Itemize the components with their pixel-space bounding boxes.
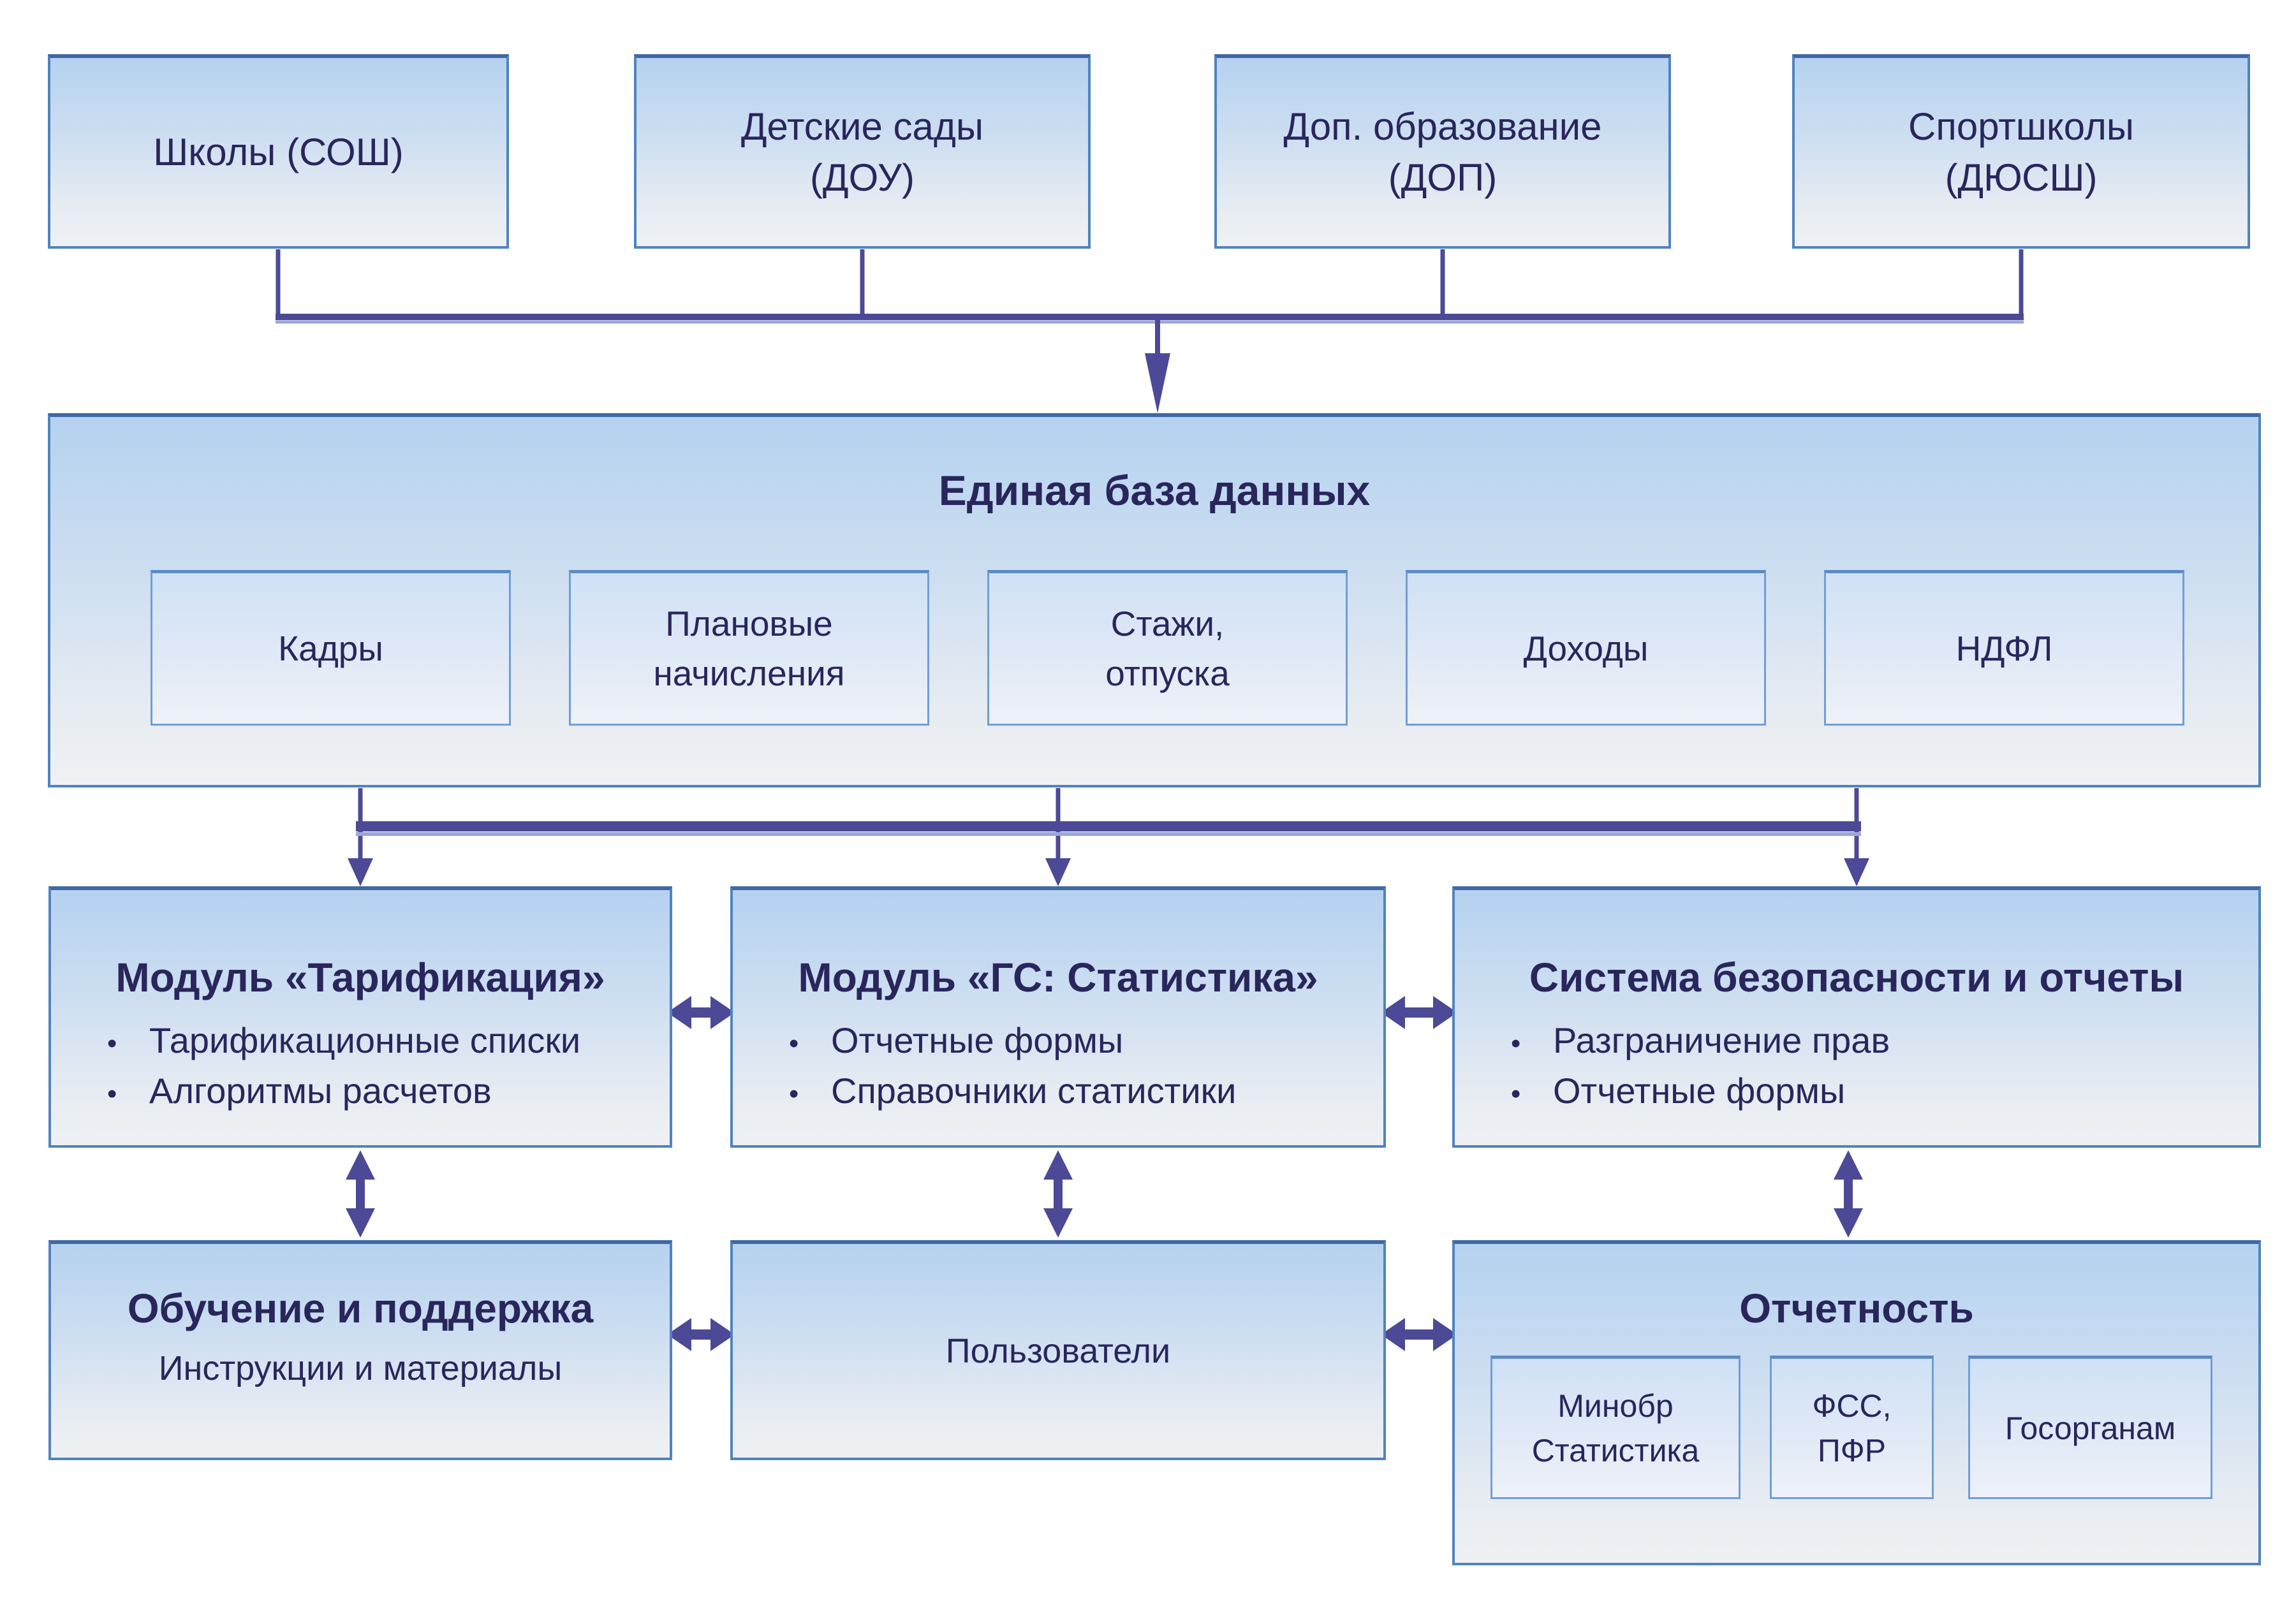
h-double-arrow-training-users	[667, 1318, 735, 1351]
collector-connector	[276, 249, 2024, 357]
reporting-item-label: ФСС, ПФР	[1812, 1387, 1892, 1468]
module-bullet-list: Отчетные формы Справочники статистики	[733, 1020, 1383, 1112]
db-item-label: НДФЛ	[1955, 628, 2053, 668]
reporting-item-label: Минобр Статистика	[1531, 1387, 1700, 1468]
h-double-arrow-modules-2-3	[1381, 996, 1457, 1029]
db-item-ndfl: НДФЛ	[1824, 570, 2184, 726]
module-title: Модуль «ГС: Статистика»	[798, 955, 1318, 1000]
node-unified-database: Единая база данных Кадры Плановые начисл…	[48, 413, 2261, 787]
training-title: Обучение и поддержка	[127, 1285, 594, 1331]
node-reporting: Отчетность Минобр Статистика ФСС, ПФР Го…	[1452, 1240, 2261, 1565]
node-module-gs-statistics: Модуль «ГС: Статистика» Отчетные формы С…	[730, 886, 1386, 1148]
node-schools: Школы (СОШ)	[48, 54, 509, 249]
h-double-arrow-modules-1-2	[667, 996, 735, 1029]
db-item-personnel: Кадры	[151, 570, 511, 726]
dist-arrowhead-module-3	[1844, 858, 1869, 886]
distributor-connector	[356, 788, 1861, 862]
training-subtitle: Инструкции и материалы	[158, 1349, 563, 1387]
module-bullet-list: Тарификационные списки Алгоритмы расчето…	[51, 1020, 670, 1112]
bullet-item: Алгоритмы расчетов	[107, 1071, 670, 1112]
bullet-text: Разграничение прав	[1553, 1020, 1890, 1060]
db-item-label: Кадры	[278, 628, 383, 668]
db-item-label: Стажи, отпуска	[1105, 603, 1230, 693]
db-item-label: Плановые начисления	[653, 603, 845, 693]
node-sport-schools-label: Спортшколы (ДЮСШ)	[1908, 105, 2134, 199]
bullet-text: Справочники статистики	[831, 1070, 1237, 1111]
users-label: Пользователи	[945, 1331, 1171, 1370]
h-double-arrow-users-reporting	[1381, 1318, 1457, 1351]
bullet-item: Тарификационные списки	[107, 1020, 670, 1062]
bullet-item: Отчетные формы	[1511, 1071, 2258, 1112]
bullet-item: Разграничение прав	[1511, 1020, 2258, 1062]
bullet-text: Отчетные формы	[831, 1020, 1124, 1060]
bullet-item: Отчетные формы	[789, 1020, 1383, 1062]
dist-arrowhead-module-1	[348, 858, 373, 886]
node-security-and-reports: Система безопасности и отчеты Разграниче…	[1452, 886, 2261, 1148]
db-item-incomes: Доходы	[1406, 570, 1766, 726]
v-double-arrow-security-reporting	[1834, 1150, 1863, 1238]
reporting-item-minobr-statistics: Минобр Статистика	[1490, 1356, 1740, 1499]
bullet-text: Тарификационные списки	[149, 1020, 581, 1060]
reporting-item-gov-bodies: Госорганам	[1968, 1356, 2212, 1499]
db-item-planned-accruals: Плановые начисления	[569, 570, 929, 726]
reporting-title: Отчетность	[1739, 1285, 1974, 1331]
reporting-item-fss-pfr: ФСС, ПФР	[1770, 1356, 1934, 1499]
node-kindergartens-label: Детские сады (ДОУ)	[740, 105, 984, 199]
node-extra-education-label: Доп. образование (ДОП)	[1283, 105, 1602, 199]
v-double-arrow-tarification-training	[346, 1150, 375, 1238]
db-item-seniority-vacations: Стажи, отпуска	[987, 570, 1348, 726]
v-double-arrow-statistics-users	[1043, 1150, 1073, 1238]
node-training-support: Обучение и поддержка Инструкции и матери…	[48, 1240, 672, 1460]
module-title: Система безопасности и отчеты	[1529, 955, 2184, 1000]
module-bullet-list: Разграничение прав Отчетные формы	[1455, 1020, 2258, 1112]
db-item-label: Доходы	[1523, 628, 1649, 668]
bullet-text: Алгоритмы расчетов	[149, 1070, 492, 1111]
bullet-text: Отчетные формы	[1553, 1070, 1846, 1111]
node-users: Пользователи	[730, 1240, 1386, 1460]
dist-arrowhead-module-2	[1045, 858, 1071, 886]
down-arrowhead-database	[1145, 353, 1170, 413]
node-kindergartens: Детские сады (ДОУ)	[634, 54, 1091, 249]
reporting-item-label: Госорганам	[2005, 1410, 2176, 1446]
node-extra-education: Доп. образование (ДОП)	[1214, 54, 1671, 249]
node-schools-label: Школы (СОШ)	[153, 130, 404, 173]
node-module-tarification: Модуль «Тарификация» Тарификационные спи…	[48, 886, 672, 1148]
node-sport-schools: Спортшколы (ДЮСШ)	[1792, 54, 2250, 249]
module-title: Модуль «Тарификация»	[115, 955, 605, 1000]
unified-database-title: Единая база данных	[938, 467, 1371, 514]
bullet-item: Справочники статистики	[789, 1071, 1383, 1112]
